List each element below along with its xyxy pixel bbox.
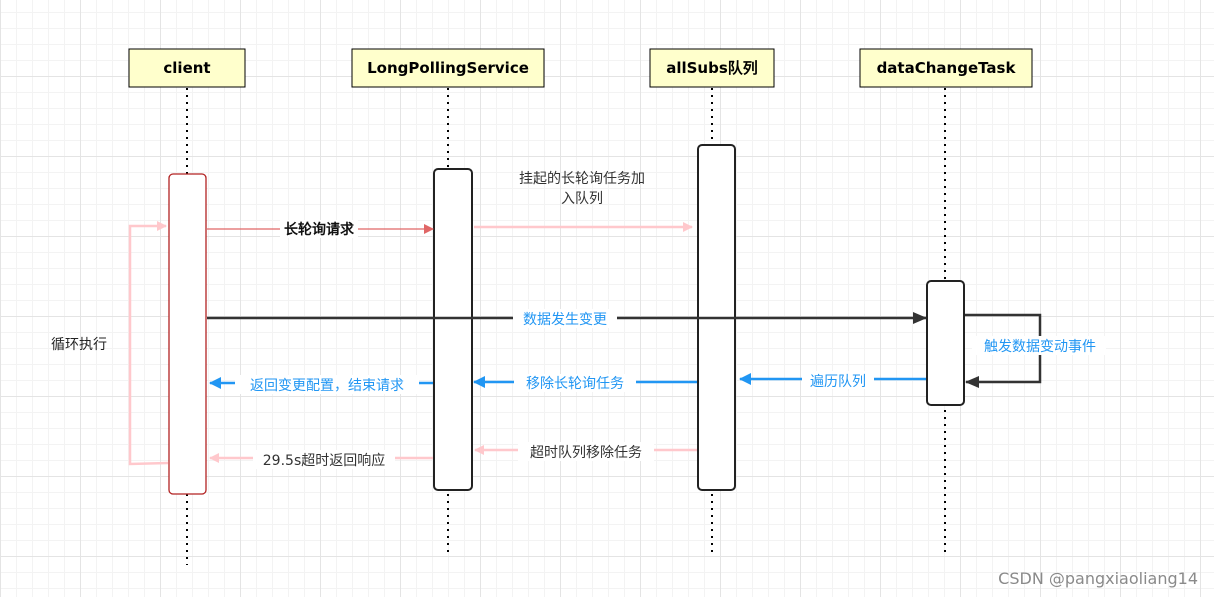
suspend-label-line1: 挂起的长轮询任务加 <box>519 171 645 187</box>
participant-client-label: client <box>163 59 210 77</box>
participant-client: client <box>128 48 246 88</box>
timeout-remove-label: 超时队列移除任务 <box>530 445 642 461</box>
long-poll-request-label: 长轮询请求 <box>284 221 355 238</box>
traverse-queue-label: 遍历队列 <box>810 374 866 390</box>
loop-arrow <box>128 221 169 466</box>
remove-task-label: 移除长轮询任务 <box>526 376 624 392</box>
client-activation <box>168 173 207 495</box>
data-change-label: 数据发生变更 <box>523 312 607 328</box>
participant-task: dataChangeTask <box>859 48 1033 88</box>
participant-task-label: dataChangeTask <box>877 59 1017 77</box>
watermark: CSDN @pangxiaoliang14 <box>998 569 1198 588</box>
timeout-return-label: 29.5s超时返回响应 <box>263 452 385 469</box>
participant-service-label: LongPollingService <box>367 59 529 77</box>
participant-service: LongPollingService <box>351 48 545 88</box>
service-activation <box>433 168 473 491</box>
task-activation <box>926 280 965 406</box>
suspend-label-line2: 入队列 <box>561 191 603 207</box>
trigger-event-label: 触发数据变动事件 <box>984 339 1096 355</box>
participant-queue-label: allSubs队列 <box>666 59 758 77</box>
loop-label: 循环执行 <box>51 337 107 353</box>
participant-queue: allSubs队列 <box>649 48 775 88</box>
return-change-label: 返回变更配置，结束请求 <box>250 378 404 394</box>
